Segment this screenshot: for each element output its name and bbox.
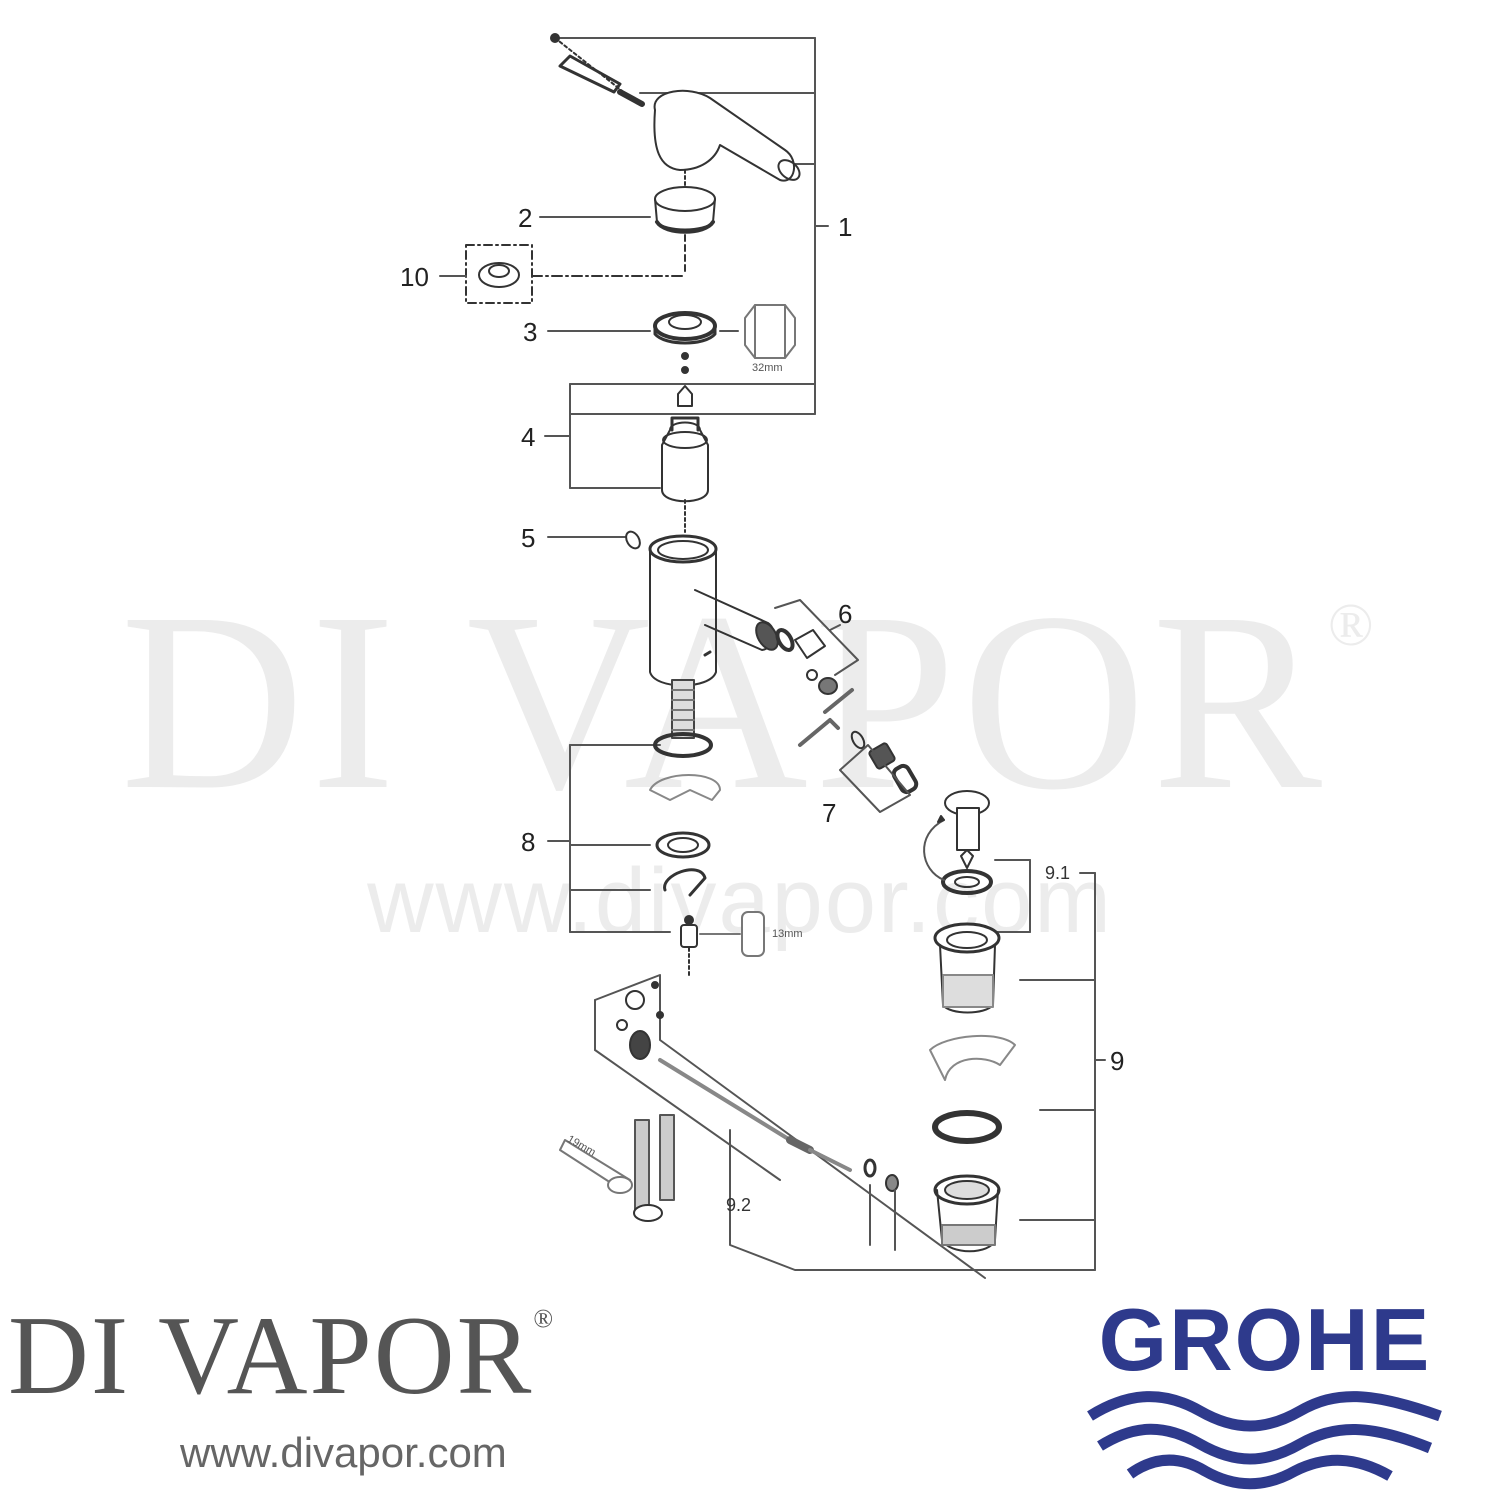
grohe-wordmark: GROHE	[1098, 1290, 1432, 1389]
callout-4: 4	[521, 422, 536, 452]
part-9-waste-body-icon	[929, 922, 1016, 1253]
callout-3: 3	[523, 317, 538, 347]
callout-8: 8	[521, 827, 536, 857]
callout-9-2: 9.2	[726, 1195, 752, 1215]
socket-13mm-icon	[699, 911, 765, 957]
part-7-flow-regulator-icon	[839, 730, 919, 813]
part-8-fixing-set-icon	[649, 732, 721, 976]
wrench-32mm-icon	[744, 304, 796, 359]
callout-6: 6	[838, 599, 853, 629]
tool-size-13mm: 13mm	[772, 928, 803, 940]
lever-handle-icon	[653, 89, 801, 186]
divapor-logo: DI VAPOR®	[8, 1294, 556, 1418]
watermark-brand: DI VAPOR®	[120, 561, 1380, 843]
bracket-9	[994, 859, 1106, 1271]
part-10-optional-icon	[439, 244, 686, 304]
callout-9-1: 9.1	[1045, 863, 1071, 883]
tool-size-32mm: 32mm	[752, 362, 783, 374]
part-9-2-popup-rod-icon	[594, 974, 1096, 1279]
handle-pin-icon	[550, 33, 645, 107]
part-5-mixer-body-icon	[547, 530, 779, 739]
callout-9: 9	[1110, 1046, 1125, 1076]
part-2-cap-icon	[654, 186, 716, 234]
callout-7: 7	[822, 798, 837, 828]
callout-2: 2	[518, 203, 533, 233]
bracket-8	[547, 744, 671, 933]
hex-key-icon	[798, 688, 854, 747]
part-6-aerator-set-icon	[774, 599, 859, 695]
callout-10: 10	[400, 262, 429, 292]
spanner-19mm-icon	[559, 1139, 633, 1194]
part-9-1-popup-plug-icon	[923, 790, 993, 895]
bracket-4	[544, 383, 661, 489]
divapor-url: www.divapor.com	[180, 1429, 507, 1476]
grohe-logo: GROHE	[1040, 1296, 1490, 1491]
callout-1: 1	[838, 212, 853, 242]
grohe-waves-icon	[1087, 1391, 1442, 1490]
part-4-cartridge-icon	[661, 352, 709, 503]
part-3-nut-icon	[547, 311, 739, 345]
callout-5: 5	[521, 523, 536, 553]
